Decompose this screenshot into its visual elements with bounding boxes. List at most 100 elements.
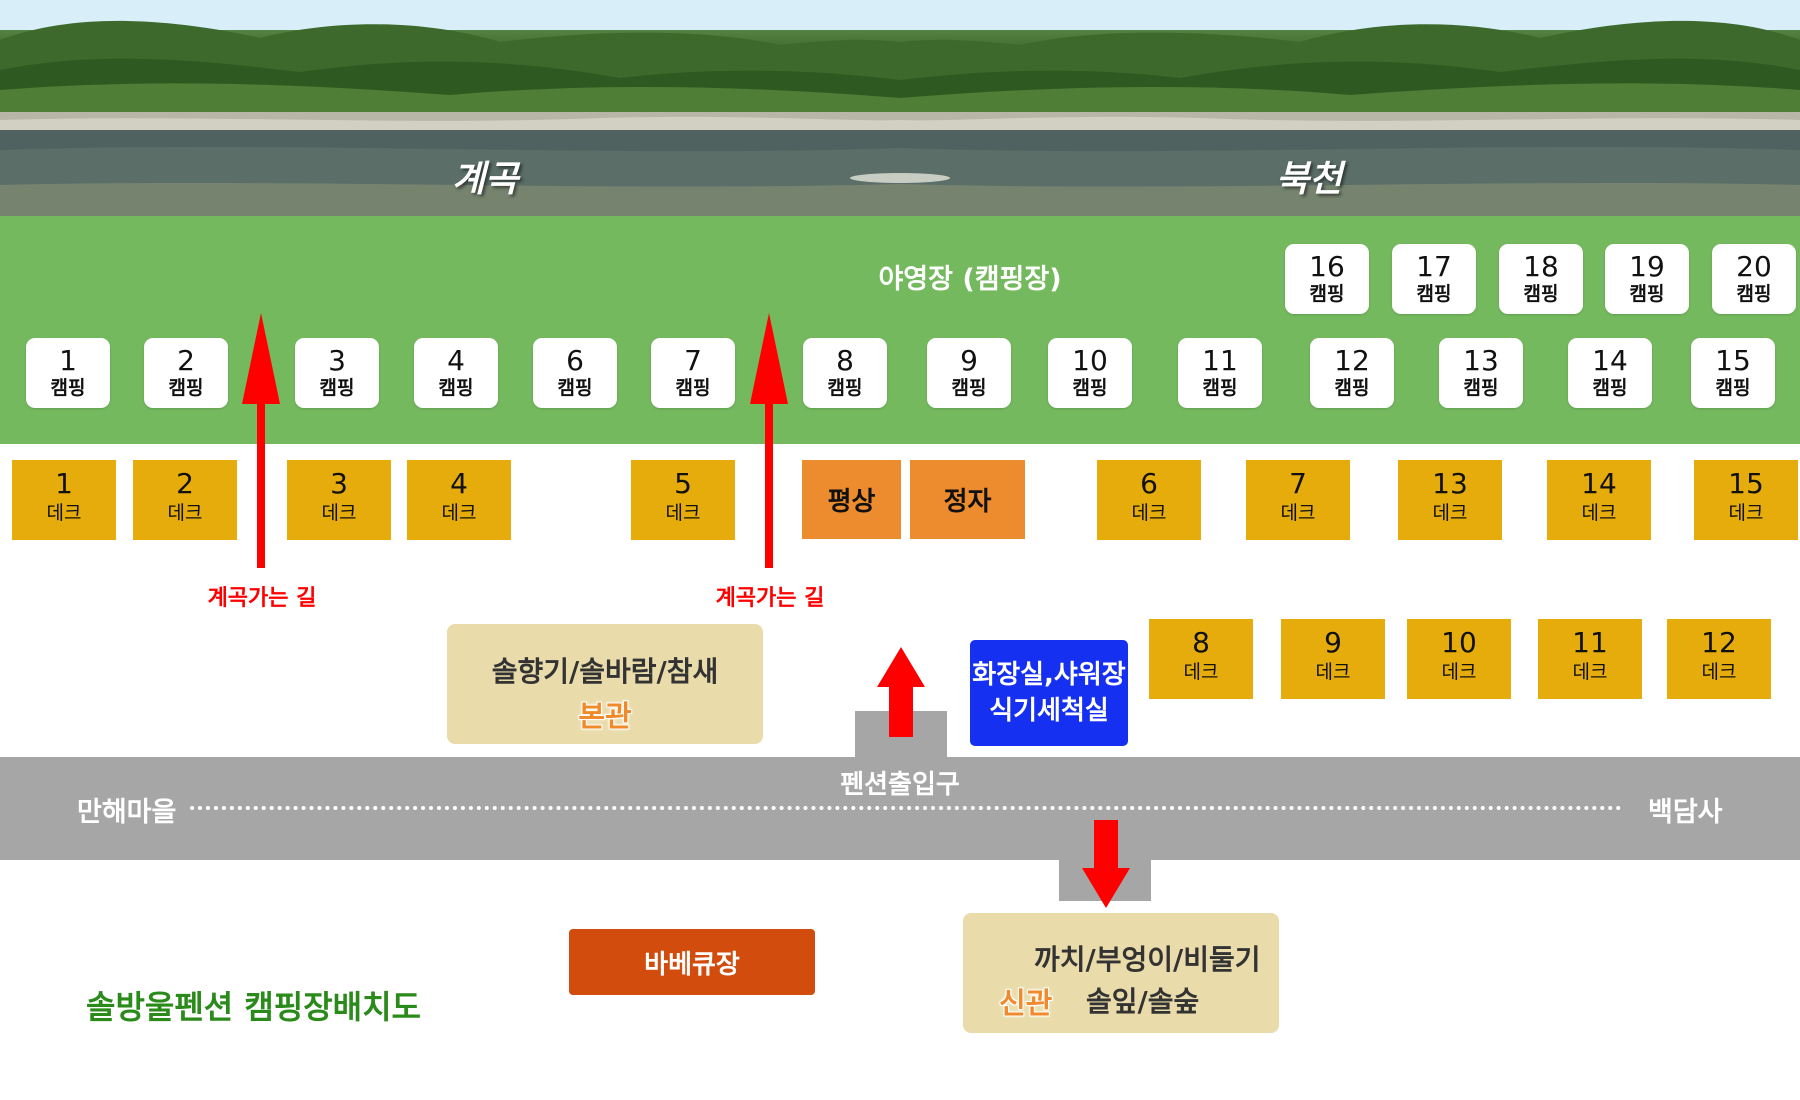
camp-site-number: 2 [177, 344, 195, 377]
camp-site-number: 15 [1715, 344, 1751, 377]
camp-site-number: 6 [566, 344, 584, 377]
deck-label: 데크 [1432, 502, 1468, 524]
camp-site-number: 10 [1072, 344, 1108, 377]
camp-site-number: 19 [1629, 250, 1665, 283]
restroom-line1: 화장실,샤워장 [972, 660, 1126, 690]
new-building-rooms-line2: 솔잎/솔숲 [1086, 985, 1200, 1018]
deck-number: 13 [1432, 467, 1468, 500]
camp-site-number: 3 [328, 344, 346, 377]
camp-site-label: 캠핑 [1629, 283, 1665, 305]
deck-number: 5 [674, 467, 692, 500]
stream-label: 계곡 [452, 159, 519, 200]
camp-site-number: 9 [960, 344, 978, 377]
road-end-manhae-village: 만해마을 [77, 797, 177, 828]
deck-label: 데크 [46, 502, 82, 524]
new-building-tag: 신관 [999, 986, 1053, 1020]
deck-number: 6 [1140, 467, 1158, 500]
stream-path-arrow-left [242, 313, 280, 568]
road-centerline [190, 806, 1622, 810]
jeongja-pavilion[interactable]: 정자 [910, 460, 1025, 539]
deck-number: 8 [1192, 626, 1210, 659]
deck-number: 2 [176, 467, 194, 500]
camp-site-number: 11 [1202, 344, 1238, 377]
deck-label: 데크 [1183, 661, 1219, 683]
deck-number: 12 [1701, 626, 1737, 659]
bbq-area[interactable]: 바베큐장 [569, 929, 815, 995]
camp-site-label: 캠핑 [1334, 377, 1370, 399]
stream-path-label-left: 계곡가는 길 [207, 586, 317, 611]
camp-site-number: 17 [1416, 250, 1452, 283]
camp-site-label: 캠핑 [1592, 377, 1628, 399]
entrance-arrow-up [877, 647, 925, 737]
camp-site-number: 18 [1523, 250, 1559, 283]
camp-site-label: 캠핑 [675, 377, 711, 399]
main-building-tag: 본관 [578, 699, 632, 733]
deck-label: 데크 [1441, 661, 1477, 683]
deck-label: 데크 [1701, 661, 1737, 683]
camp-site-number: 20 [1736, 250, 1772, 283]
new-building-rooms-line1: 까치/부엉이/비둘기 [1034, 943, 1261, 976]
camp-site-label: 캠핑 [168, 377, 204, 399]
restroom-shower-block[interactable]: 화장실,샤워장 식기세척실 [970, 640, 1128, 746]
campsite-title: 야영장 (캠핑장) [878, 264, 1062, 295]
deck-number: 9 [1324, 626, 1342, 659]
camp-site-number: 14 [1592, 344, 1628, 377]
camp-site-label: 캠핑 [319, 377, 355, 399]
camp-site-number: 16 [1309, 250, 1345, 283]
main-building[interactable] [447, 624, 763, 744]
camp-site-label: 캠핑 [1736, 283, 1772, 305]
deck-number: 15 [1728, 467, 1764, 500]
deck-label: 데크 [321, 502, 357, 524]
deck-label: 데크 [441, 502, 477, 524]
river-landscape: 계곡 북천 [0, 0, 1800, 216]
restroom-line2: 식기세척실 [989, 696, 1109, 726]
deck-label: 데크 [1315, 661, 1351, 683]
landscape-illustration [0, 0, 1800, 216]
camp-site-label: 캠핑 [1523, 283, 1559, 305]
pyeongsang-platform[interactable]: 평상 [802, 460, 901, 539]
camp-site-label: 캠핑 [438, 377, 474, 399]
deck-label: 데크 [665, 502, 701, 524]
bukcheon-label: 북천 [1276, 159, 1343, 200]
camp-site-number: 1 [59, 344, 77, 377]
pension-entrance-label: 펜션출입구 [840, 770, 960, 800]
deck-label: 데크 [167, 502, 203, 524]
deck-label: 데크 [1728, 502, 1764, 524]
new-building[interactable] [963, 913, 1279, 1033]
